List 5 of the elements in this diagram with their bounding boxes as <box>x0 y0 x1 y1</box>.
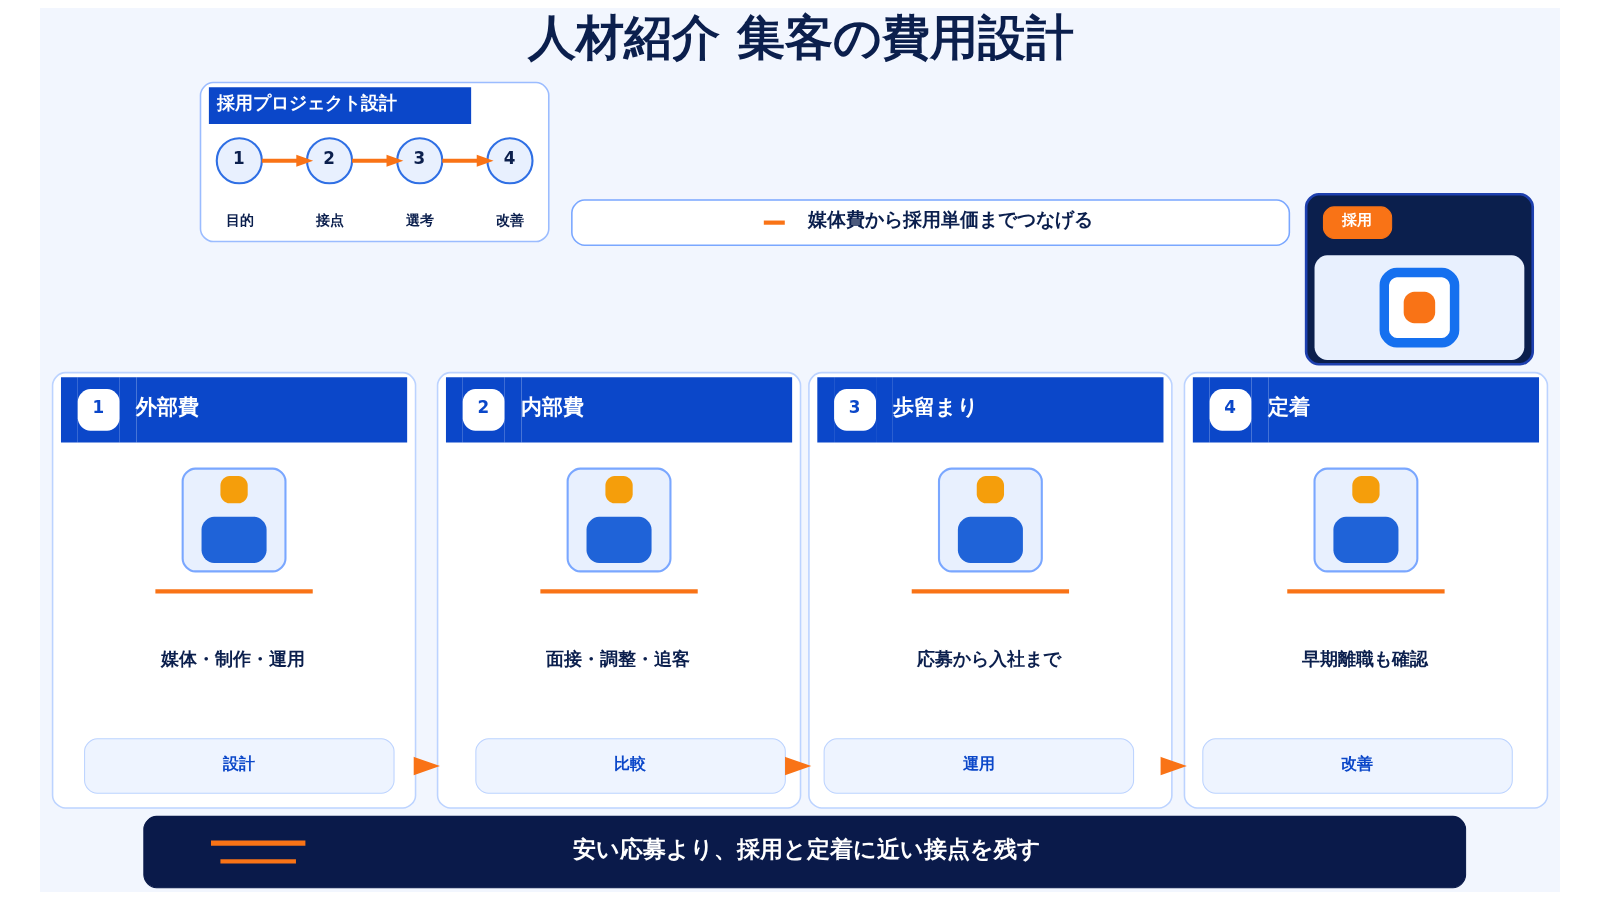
node-label: 接点 <box>315 212 344 229</box>
node-label: 選考 <box>406 212 435 229</box>
diagram-title: 人材紹介 集客の費用設計 <box>527 9 1074 66</box>
node-label: 改善 <box>496 212 525 229</box>
node-label: 目的 <box>225 212 254 229</box>
